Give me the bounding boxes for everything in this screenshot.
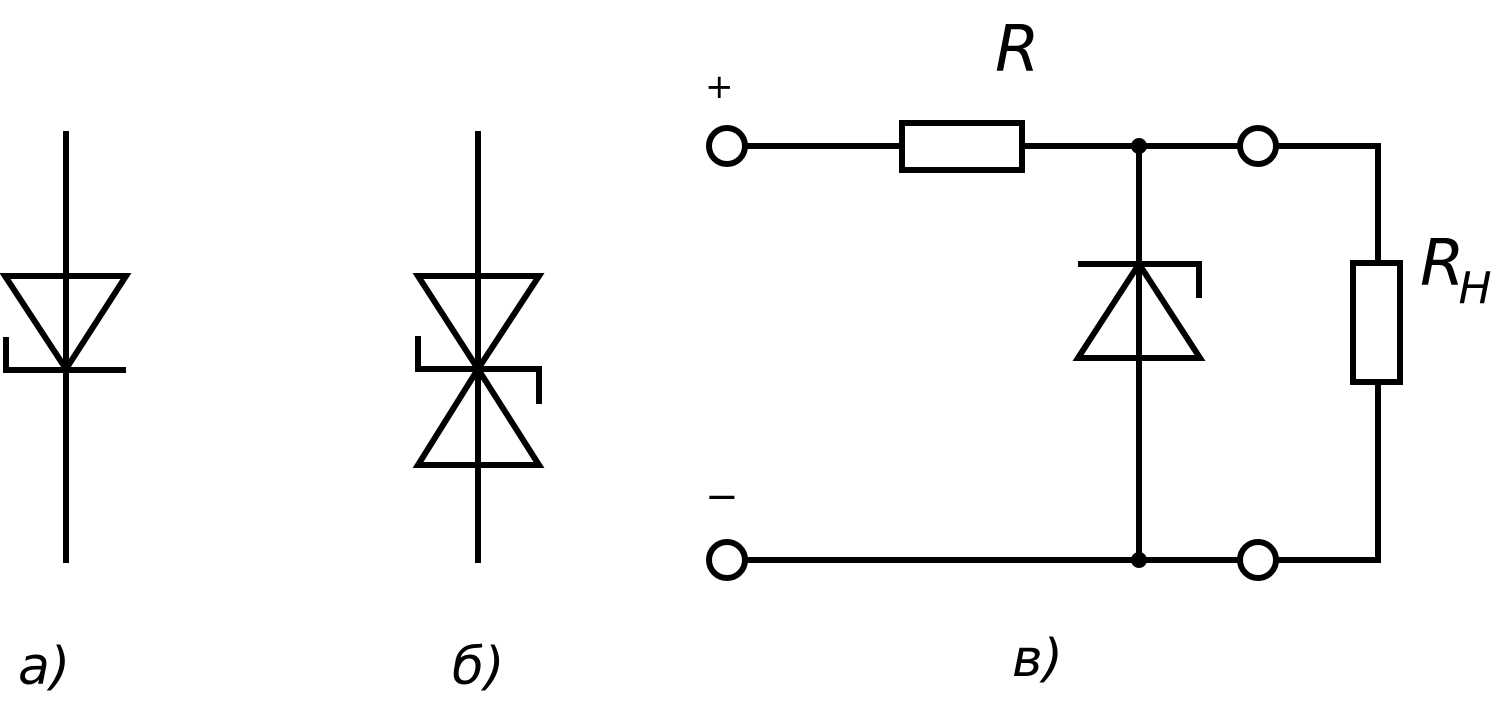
stabilizer-circuit-c	[706, 120, 1403, 581]
figure-a-caption: а)	[18, 637, 70, 697]
resistor-r-label: R	[995, 13, 1039, 87]
minus-label: −	[705, 474, 739, 520]
load-resistor-label: RН	[1420, 227, 1492, 314]
bottom-wire-right	[1276, 382, 1381, 563]
input-terminal-minus	[706, 539, 748, 581]
figure-c-caption: в)	[1012, 629, 1063, 689]
resistor-r-body	[899, 120, 1025, 173]
plus-label: +	[705, 67, 734, 107]
junction-top	[1131, 138, 1147, 154]
load-resistor-label-subscript: Н	[1458, 263, 1491, 314]
output-terminal-top	[1237, 125, 1279, 167]
output-terminal-bottom	[1237, 539, 1279, 581]
input-terminal-plus	[706, 125, 748, 167]
bidirectional-zener-symbol-b	[412, 131, 545, 563]
top-wire-right	[1276, 143, 1381, 263]
load-resistor-body	[1350, 260, 1403, 385]
load-resistor-label-main: R	[1420, 227, 1464, 301]
figure-b-caption: б)	[452, 637, 504, 697]
zener-b-bar	[415, 336, 542, 404]
zener-b-upper-triangle	[412, 273, 545, 375]
zener-c-triangle	[1072, 258, 1206, 361]
zener-a-cathode-bar	[3, 337, 126, 373]
junction-bottom	[1131, 552, 1147, 568]
zener-b-lower-triangle	[412, 363, 545, 468]
zener-diode-symbol-a	[0, 131, 132, 563]
zener-a-triangle	[0, 273, 132, 375]
zener-c-cathode-bar	[1078, 261, 1202, 298]
